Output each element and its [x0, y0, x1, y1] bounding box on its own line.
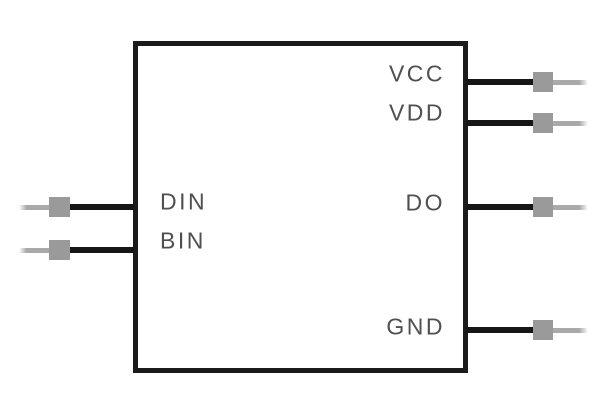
pin-label-bin: BIN — [160, 227, 206, 254]
pin-label-vcc: VCC — [388, 60, 445, 87]
pin-do — [466, 197, 588, 217]
pin-lead — [70, 247, 134, 253]
pin-lead — [466, 327, 533, 333]
pin-label-gnd: GND — [386, 313, 445, 340]
pin-terminal — [533, 197, 553, 217]
pin-stub — [553, 79, 588, 85]
pin-lead — [466, 204, 533, 210]
pin-terminal — [49, 197, 70, 217]
pin-vcc — [466, 72, 588, 92]
pin-stub — [553, 327, 588, 333]
pin-lead — [466, 120, 533, 126]
pin-stub — [19, 204, 49, 210]
pin-din — [19, 197, 134, 217]
pin-label-do: DO — [405, 189, 445, 216]
pin-stub — [19, 247, 49, 253]
pin-label-din: DIN — [160, 188, 208, 215]
pin-vdd — [466, 113, 588, 133]
pin-stub — [553, 204, 588, 210]
pin-bin — [19, 240, 134, 260]
pin-terminal — [533, 113, 553, 133]
pin-terminal — [533, 72, 553, 92]
pin-terminal — [49, 240, 70, 260]
pin-stub — [553, 120, 588, 126]
pin-terminal — [533, 320, 553, 340]
ic-body — [133, 41, 468, 373]
pin-lead — [70, 204, 134, 210]
pin-gnd — [466, 320, 588, 340]
pin-label-vdd: VDD — [388, 99, 445, 126]
pin-lead — [466, 79, 533, 85]
